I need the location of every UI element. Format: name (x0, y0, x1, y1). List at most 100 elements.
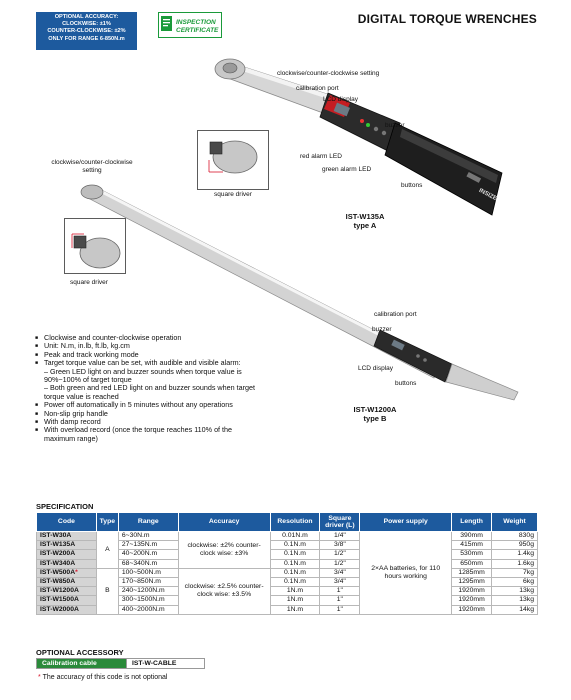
cell-resolution: 0.01N.m (269, 530, 321, 542)
col-length: Length (451, 512, 493, 532)
feature-item: Peak and track working mode (35, 350, 260, 360)
table-row: IST-W1200A 240~1200N.m 1N.m 1" 1920mm 13… (36, 586, 538, 597)
label-square-driver-a: square driver (214, 191, 252, 198)
cell-code: IST-W1200A (36, 586, 97, 597)
caption-type-a: IST-W135A type A (320, 212, 410, 230)
cell-length: 390mm (451, 530, 493, 542)
feature-item: Non-slip grip handle (35, 409, 260, 419)
cell-resolution: 0.1N.m (269, 549, 321, 560)
cell-code: IST-W340A (36, 558, 97, 569)
label-buttons-a: buttons (401, 182, 423, 189)
label-calibration-port-b: calibration port (374, 311, 417, 318)
caption-model-a: IST-W135A (345, 212, 385, 221)
cell-range: 300~1500N.m (117, 595, 179, 606)
page-title: DIGITAL TORQUE WRENCHES (357, 12, 537, 26)
cell-square: 3/4" (319, 576, 361, 588)
label-buttons-b: buttons (395, 380, 417, 387)
cell-square: 1/2" (319, 549, 361, 560)
caption-type-label-a: type A (353, 221, 377, 230)
col-resolution: Resolution (269, 512, 321, 532)
feature-subitem: – Green LED light on and buzzer sounds w… (44, 366, 242, 385)
col-accuracy: Accuracy (177, 512, 271, 532)
feature-item: Target torque value can be set, with aud… (35, 358, 260, 368)
cell-range: 240~1200N.m (117, 586, 179, 597)
cell-square: 3/8" (319, 540, 361, 551)
inspection-certificate-logo: INSPECTION CERTIFICATE (158, 12, 222, 38)
certificate-text-2: CERTIFICATE (176, 27, 219, 34)
spec-header-row: Code Type Range Accuracy Resolution Squa… (36, 512, 538, 532)
cell-square: 1" (319, 604, 361, 615)
feature-item: Clockwise and counter-clockwise operatio… (35, 333, 260, 343)
cell-length: 1920mm (451, 595, 493, 606)
cell-weight: 7kg (491, 567, 538, 578)
feature-subitem: – Both green and red LED light on and bu… (44, 383, 255, 401)
table-row: IST-W2000A 400~2000N.m 1N.m 1" 1920mm 14… (36, 604, 538, 615)
cell-weight: 1.6kg (491, 558, 538, 569)
col-type: Type (95, 512, 119, 532)
certificate-text-1: INSPECTION (176, 19, 216, 26)
square-driver-zoom-b (64, 218, 126, 274)
caption-model-b: IST-W1200A (353, 405, 397, 414)
table-row: IST-W30A A 6~30N.m clockwise: ±2% counte… (36, 530, 538, 615)
cell-length: 1295mm (451, 576, 493, 588)
table-row: IST-W850A 170~850N.m 0.1N.m 3/4" 1295mm … (36, 576, 538, 588)
cell-resolution: 0.1N.m (269, 567, 321, 578)
accuracy-line: OPTIONAL ACCURACY: (54, 14, 119, 20)
feature-item: With damp record (35, 417, 260, 427)
cell-range: 27~135N.m (117, 540, 179, 551)
table-row: IST-W200A 40~200N.m 0.1N.m 1/2" 530mm 1.… (36, 549, 538, 560)
cell-length: 650mm (451, 558, 493, 569)
cell-code: IST-W850A (36, 576, 97, 588)
cell-square: 1/2" (319, 558, 361, 569)
cell-length: 530mm (451, 549, 493, 560)
cell-code: IST-W135A (36, 540, 97, 551)
cell-square: 1" (319, 586, 361, 597)
cell-power: 2×AA batteries, for 110 hours working (359, 531, 453, 615)
caption-type-label-b: type B (363, 414, 387, 423)
label-green-led-a: green alarm LED (322, 166, 372, 173)
cell-square: 1" (319, 595, 361, 606)
feature-list: Clockwise and counter-clockwise operatio… (35, 333, 260, 443)
cell-range: 170~850N.m (117, 576, 179, 588)
cell-weight: 6kg (491, 576, 538, 588)
cell-resolution: 0.1N.m (269, 558, 321, 569)
col-square-driver: Square driver (L) (319, 512, 361, 532)
cell-code: IST-W30A (36, 530, 97, 542)
cell-length: 1920mm (451, 586, 493, 597)
table-row: Calibration cable IST-W-CABLE (36, 658, 205, 669)
label-buzzer-a: buzzer (385, 122, 405, 129)
cell-code: IST-W500A* (36, 567, 97, 578)
feature-item: With overload record (once the torque re… (35, 426, 260, 443)
table-row: IST-W340A 68~340N.m 0.1N.m 1/2" 650mm 1.… (36, 558, 538, 569)
cell-range: 6~30N.m (117, 530, 179, 542)
cell-range: 40~200N.m (117, 549, 179, 560)
certificate-icon (158, 12, 222, 38)
spec-title: SPECIFICATION (36, 502, 94, 511)
cell-weight: 14kg (491, 604, 538, 615)
code-text: IST-W500A (40, 568, 76, 576)
feature-item: Unit: N.m, in.lb, ft.lb, kg.cm (35, 341, 260, 351)
table-row: IST-W135A 27~135N.m 0.1N.m 3/8" 415mm 95… (36, 540, 538, 551)
cell-length: 1920mm (451, 604, 493, 615)
label-ccw-setting-a: clockwise/counter-clockwise setting (277, 70, 380, 77)
cell-type: B (95, 567, 119, 615)
optional-accessory-title: OPTIONAL ACCESSORY (36, 648, 124, 657)
footnote-star: * (38, 674, 41, 681)
table-row: IST-W500A* B 100~500N.m clockwise: ±2.5%… (36, 567, 538, 615)
type-b-wrench-illustration (80, 184, 519, 401)
feature-item: Power off automatically in 5 minutes wit… (35, 400, 260, 410)
label-lcd-display-a: LCD display (323, 96, 359, 103)
cell-resolution: 0.1N.m (269, 540, 321, 551)
cell-code: IST-W1500A (36, 595, 97, 606)
caption-type-b: IST-W1200A type B (330, 405, 420, 423)
label-calibration-port-a: calibration port (296, 85, 339, 92)
not-optional-star: * (75, 568, 78, 576)
accessory-name: Calibration cable (36, 658, 127, 669)
type-a-wrench-illustration (214, 58, 503, 216)
accuracy-line: CLOCKWISE: ±1% (62, 21, 111, 28)
cell-square: 1/4" (319, 530, 361, 542)
cell-accuracy: clockwise: ±2% counter-clock wise: ±3% (177, 531, 271, 569)
spec-table: Code Type Range Accuracy Resolution Squa… (36, 512, 538, 615)
col-range: Range (117, 512, 179, 532)
col-code: Code (36, 512, 97, 532)
